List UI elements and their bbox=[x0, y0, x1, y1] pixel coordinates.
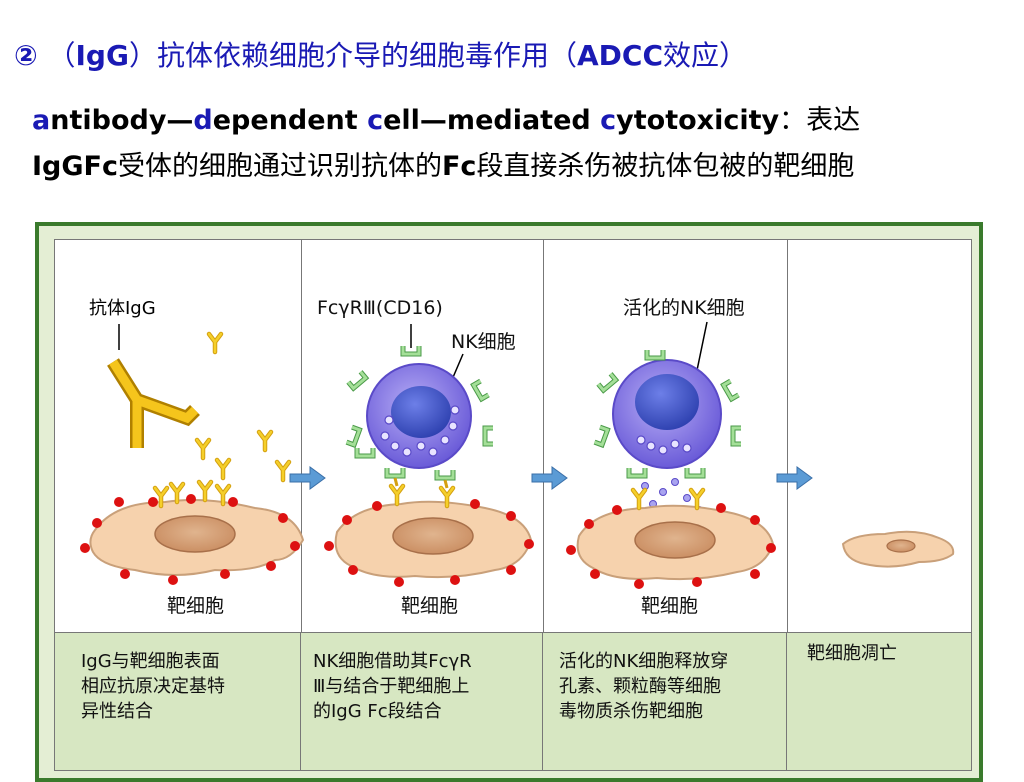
diagram-area: 抗体IgG bbox=[54, 239, 972, 771]
caption-line: 靶细胞凋亡 bbox=[807, 643, 897, 664]
caption-line: Ⅲ与结合于靶细胞上 bbox=[313, 676, 470, 697]
diagram-frame: 抗体IgG bbox=[35, 222, 983, 782]
caption-line: 相应抗原决定基特 bbox=[81, 676, 225, 697]
panel-1 bbox=[55, 240, 302, 632]
caption-line: NK细胞借助其FcγR bbox=[313, 651, 472, 672]
target-cell-3 bbox=[576, 504, 775, 581]
label-target-cell-3: 靶细胞 bbox=[641, 595, 698, 617]
free-antibody-icons bbox=[197, 334, 289, 480]
caption-3: 活化的NK细胞释放穿 孔素、颗粒酶等细胞 毒物质杀伤靶细胞 bbox=[543, 632, 787, 770]
target-cell-2 bbox=[334, 500, 533, 579]
bridging-antibodies-2 bbox=[391, 477, 453, 506]
caption-line: 毒物质杀伤靶细胞 bbox=[559, 701, 703, 722]
panel-3 bbox=[543, 240, 788, 632]
caption-line: IgG与靶细胞表面 bbox=[81, 651, 220, 672]
target-cell-1 bbox=[89, 499, 305, 576]
label-antibody-igg: 抗体IgG bbox=[89, 298, 156, 319]
arrow-icon bbox=[776, 466, 813, 490]
panel-2 bbox=[301, 240, 544, 632]
description-text: antibody—dependent cell—mediated cytotox… bbox=[32, 105, 861, 182]
label-target-cell-1: 靶细胞 bbox=[167, 595, 224, 617]
label-nk-cell: NK细胞 bbox=[451, 331, 516, 353]
apoptotic-target-cell bbox=[841, 530, 955, 568]
label-activated-nk: 活化的NK细胞 bbox=[623, 297, 745, 319]
caption-line: 孔素、颗粒酶等细胞 bbox=[559, 676, 721, 697]
antigens-2 bbox=[324, 499, 534, 587]
arrow-icon bbox=[289, 466, 326, 490]
antigens-3 bbox=[566, 503, 776, 589]
caption-4: 靶细胞凋亡 bbox=[787, 632, 971, 770]
label-target-cell-2: 靶细胞 bbox=[401, 595, 458, 617]
slide-title: ② （IgG）抗体依赖细胞介导的细胞毒作用（ADCC效应） bbox=[14, 39, 748, 72]
caption-line: 活化的NK细胞释放穿 bbox=[559, 651, 729, 672]
caption-line: 的IgG Fc段结合 bbox=[313, 701, 442, 722]
nk-cell-1 bbox=[366, 363, 472, 469]
label-fcgr3: FcγRⅢ(CD16) bbox=[317, 297, 443, 319]
adcc-diagram: 抗体IgG bbox=[80, 297, 955, 617]
arrow-icon bbox=[531, 466, 568, 490]
igg-antibody-large-icon bbox=[107, 358, 200, 448]
antigens-1 bbox=[80, 494, 300, 585]
caption-2: NK细胞借助其FcγR Ⅲ与结合于靶细胞上 的IgG Fc段结合 bbox=[301, 632, 543, 770]
caption-line: 异性结合 bbox=[81, 701, 153, 722]
nk-cell-activated bbox=[612, 359, 722, 469]
caption-1: IgG与靶细胞表面 相应抗原决定基特 异性结合 bbox=[55, 632, 301, 770]
